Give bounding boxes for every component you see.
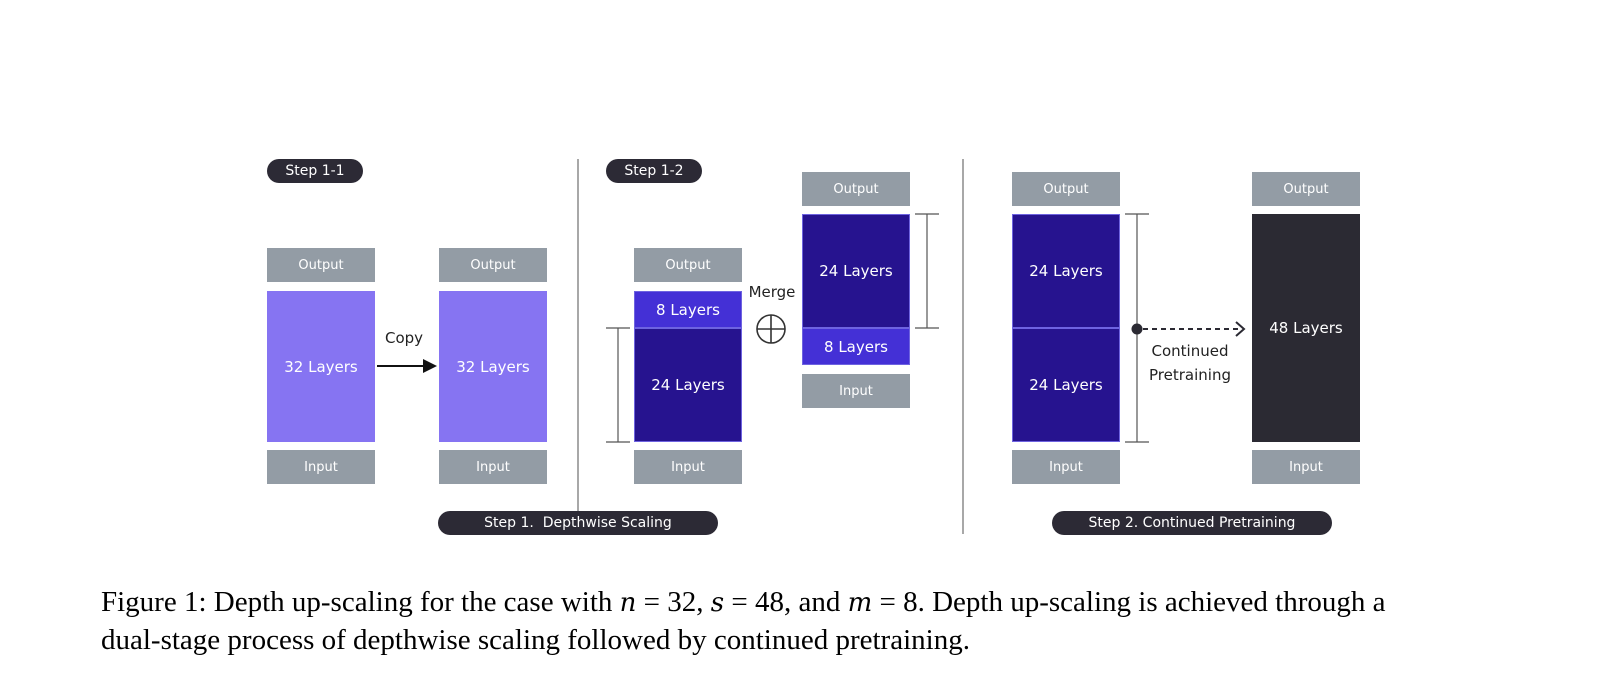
merged-input-label: Input: [1049, 459, 1083, 475]
base-input-label: Input: [304, 459, 338, 475]
continued-pretraining-label: Continued Pretraining: [1140, 339, 1240, 387]
final-48-label: 48 Layers: [1269, 319, 1343, 337]
figure-caption: Figure 1: Depth up-scaling for the case …: [101, 584, 1581, 659]
continued-label-line2: Pretraining: [1149, 366, 1231, 384]
step-2-pill: Step 2. Continued Pretraining: [1052, 511, 1332, 535]
merged-bottom-24-label: 24 Layers: [1029, 376, 1103, 394]
split-right-8-label: 8 Layers: [824, 337, 888, 356]
merge-label: Merge: [748, 283, 796, 301]
copy-layers-label: 32 Layers: [456, 357, 530, 376]
copy-arrow: [377, 359, 437, 373]
final-input-label: Input: [1289, 459, 1323, 475]
base-layers-label: 32 Layers: [284, 357, 358, 376]
merged-top-24-block: 24 Layers: [1012, 214, 1120, 328]
copy-output: Output: [439, 248, 547, 282]
section-divider-2: [962, 159, 964, 534]
split-left-24-block: 24 Layers: [634, 328, 742, 442]
split-left-input: Input: [634, 450, 742, 484]
split-left-output: Output: [634, 248, 742, 282]
step-1-pill: Step 1. Depthwise Scaling: [438, 511, 718, 535]
split-right-24-label: 24 Layers: [819, 262, 893, 280]
copy-input: Input: [439, 450, 547, 484]
caption-var-s: s: [710, 588, 725, 618]
step-1-2-label: Step 1-2: [624, 163, 684, 179]
base-output: Output: [267, 248, 375, 282]
continued-label-line1: Continued: [1151, 342, 1229, 360]
bracket-split-left-24: [606, 327, 630, 443]
caption-line-1: Figure 1: Depth up-scaling for the case …: [101, 584, 1581, 622]
copy-input-label: Input: [476, 459, 510, 475]
final-output-label: Output: [1283, 181, 1329, 197]
continued-pretraining-arrow: [1131, 321, 1246, 337]
step-1-label: Step 1. Depthwise Scaling: [484, 515, 672, 531]
copy-label: Copy: [384, 329, 424, 347]
caption-eq-m: = 8. Depth up-scaling is achieved throug…: [872, 586, 1386, 618]
split-left-input-label: Input: [671, 459, 705, 475]
split-left-8-label: 8 Layers: [656, 300, 720, 319]
merged-top-24-label: 24 Layers: [1029, 262, 1103, 280]
split-left-output-label: Output: [665, 257, 711, 273]
copy-layers-block: 32 Layers: [439, 291, 547, 442]
caption-eq-s: = 48, and: [724, 586, 848, 618]
caption-var-n: n: [619, 588, 637, 618]
final-output: Output: [1252, 172, 1360, 206]
bracket-split-right-24: [915, 213, 939, 329]
split-right-output: Output: [802, 172, 910, 206]
base-input: Input: [267, 450, 375, 484]
split-right-8-block: 8 Layers: [802, 328, 910, 365]
final-48-block: 48 Layers: [1252, 214, 1360, 442]
merged-output: Output: [1012, 172, 1120, 206]
step-1-1-label: Step 1-1: [285, 163, 345, 179]
step-2-label: Step 2. Continued Pretraining: [1088, 515, 1296, 531]
split-right-output-label: Output: [833, 181, 879, 197]
merged-input: Input: [1012, 450, 1120, 484]
split-right-input: Input: [802, 374, 910, 408]
caption-line-2: dual-stage process of depthwise scaling …: [101, 624, 970, 656]
merged-output-label: Output: [1043, 181, 1089, 197]
copy-output-label: Output: [470, 257, 516, 273]
section-divider-1: [577, 159, 579, 534]
caption-eq-n: = 32,: [636, 586, 711, 618]
merge-plus-icon: [756, 314, 786, 344]
caption-var-m: m: [847, 588, 873, 618]
caption-lead: Figure 1: Depth up-scaling for the case …: [101, 586, 620, 618]
final-input: Input: [1252, 450, 1360, 484]
split-right-input-label: Input: [839, 383, 873, 399]
base-layers-block: 32 Layers: [267, 291, 375, 442]
split-right-24-block: 24 Layers: [802, 214, 910, 328]
split-left-24-label: 24 Layers: [651, 376, 725, 394]
base-output-label: Output: [298, 257, 344, 273]
split-left-8-block: 8 Layers: [634, 291, 742, 328]
merged-bottom-24-block: 24 Layers: [1012, 328, 1120, 442]
step-1-2-pill: Step 1-2: [606, 159, 702, 183]
step-1-1-pill: Step 1-1: [267, 159, 363, 183]
